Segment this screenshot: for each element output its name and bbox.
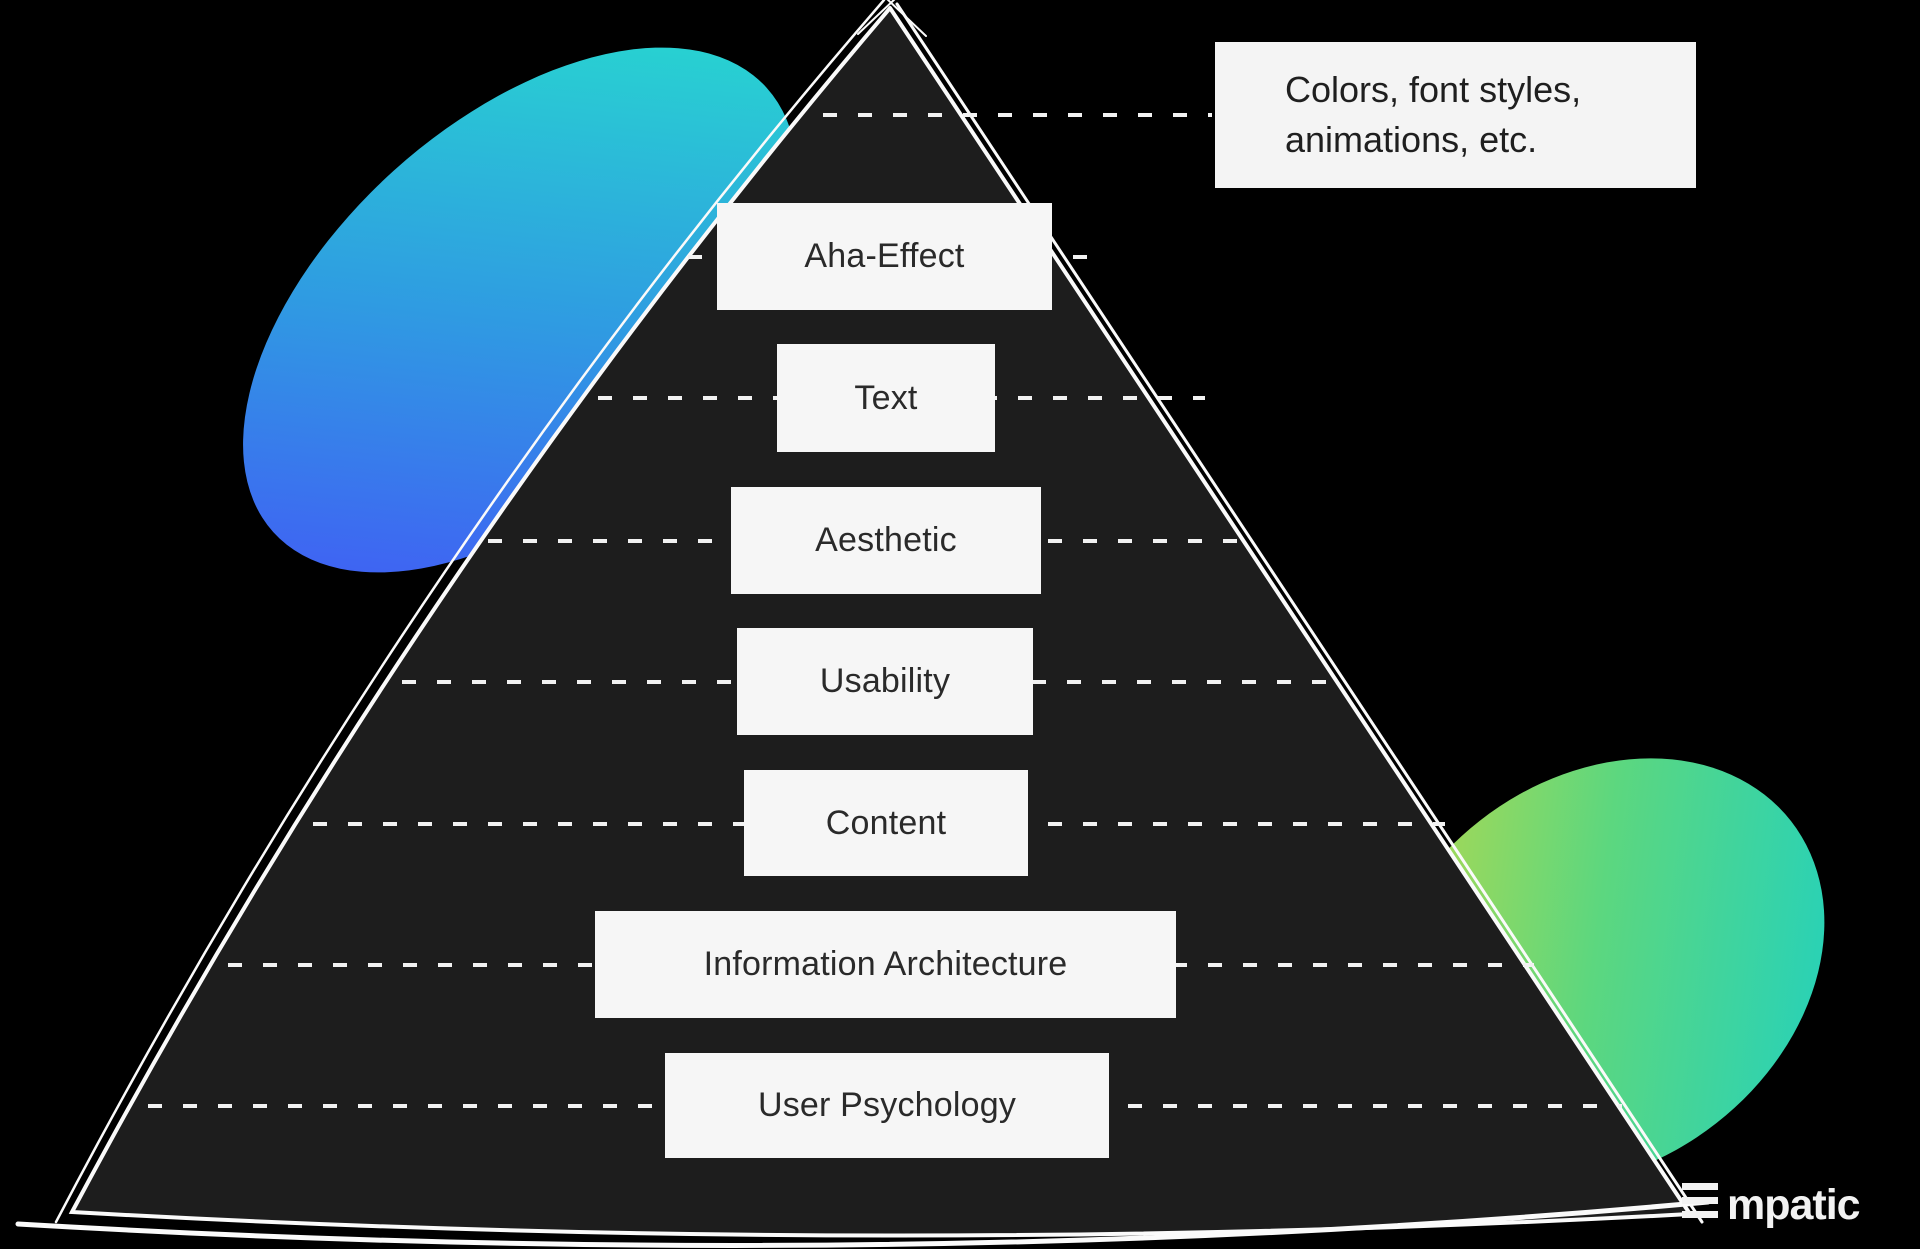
callout-line-2: animations, etc. [1285,119,1538,160]
brand-wordmark: mpatic [1727,1181,1861,1229]
level-label-aha-effect: Aha-Effect [717,203,1052,310]
level-label-aesthetic: Aesthetic [731,487,1041,594]
level-label-text: Text [777,344,995,452]
level-label-user-psychology: User Psychology [665,1053,1109,1158]
gradient-blob-left [243,47,797,573]
level-label-content: Content [744,770,1028,876]
level-label-usability: Usability [737,628,1033,735]
brand-logo: mpatic [1682,1177,1861,1229]
callout-box: Colors, font styles, animations, etc. [1215,42,1696,188]
empatic-e-icon [1682,1183,1718,1218]
callout-line-1: Colors, font styles, [1285,69,1582,110]
level-label-information-architecture: Information Architecture [595,911,1176,1018]
pyramid-body [72,8,1690,1236]
